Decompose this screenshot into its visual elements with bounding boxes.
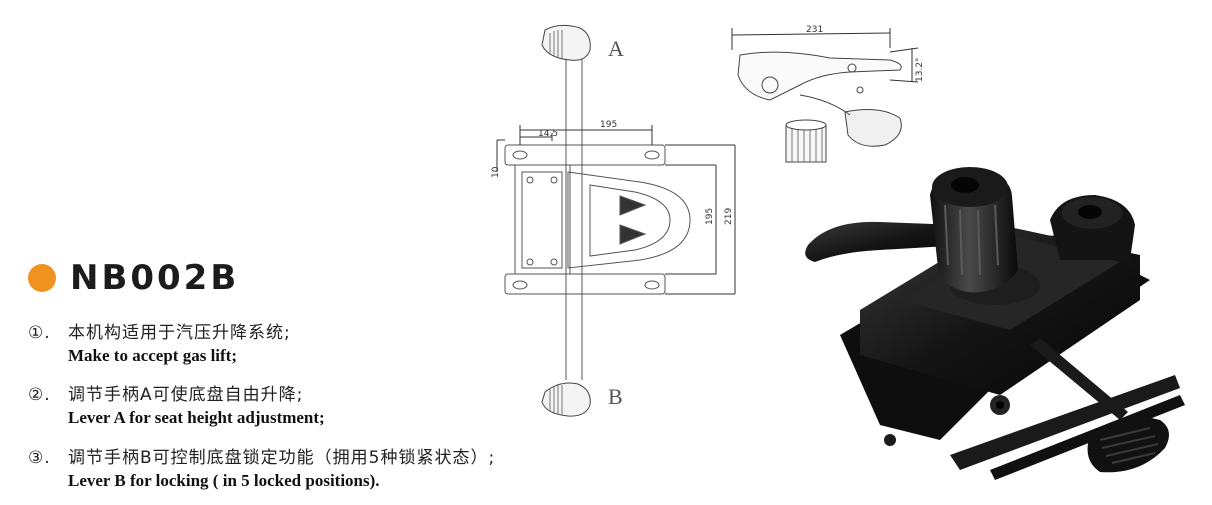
feature-item-3: ③. 调节手柄B可控制底盘锁定功能（拥用5种锁紧状态）; Lever B for …: [28, 443, 495, 491]
feature-number: ②.: [28, 385, 51, 405]
feature-number: ①.: [28, 323, 51, 343]
dimension-13-2-degrees: 13.2°: [915, 57, 925, 82]
dimension-195-side: 195: [705, 208, 715, 225]
model-number: NB002B: [70, 258, 240, 298]
feature-chinese-text: 调节手柄A可使底盘自由升降;: [68, 385, 304, 405]
feature-chinese-text: 调节手柄B可控制底盘锁定功能（拥用5种锁紧状态）;: [68, 448, 496, 468]
feature-number: ③.: [28, 448, 51, 468]
lever-b-label: B: [608, 384, 623, 409]
feature-item-2: ②. 调节手柄A可使底盘自由升降; Lever A for seat height…: [28, 380, 325, 428]
feature-english-text: Make to accept gas lift;: [68, 346, 238, 365]
feature-item-1: ①. 本机构适用于汽压升降系统; Make to accept gas lift;: [28, 318, 291, 366]
lever-a-label: A: [608, 36, 624, 61]
dimension-219: 219: [724, 208, 734, 225]
feature-chinese-text: 本机构适用于汽压升降系统;: [68, 323, 291, 343]
product-title: NB002B: [28, 258, 239, 298]
dimension-195-top: 195: [600, 120, 617, 130]
dimension-10: 10: [491, 166, 501, 178]
feature-english-text: Lever A for seat height adjustment;: [68, 408, 325, 427]
feature-english-text: Lever B for locking ( in 5 locked positi…: [68, 471, 380, 490]
dimension-14-5: 14.5: [538, 129, 558, 139]
dimension-231: 231: [806, 25, 823, 35]
orange-bullet-icon: [28, 264, 56, 292]
